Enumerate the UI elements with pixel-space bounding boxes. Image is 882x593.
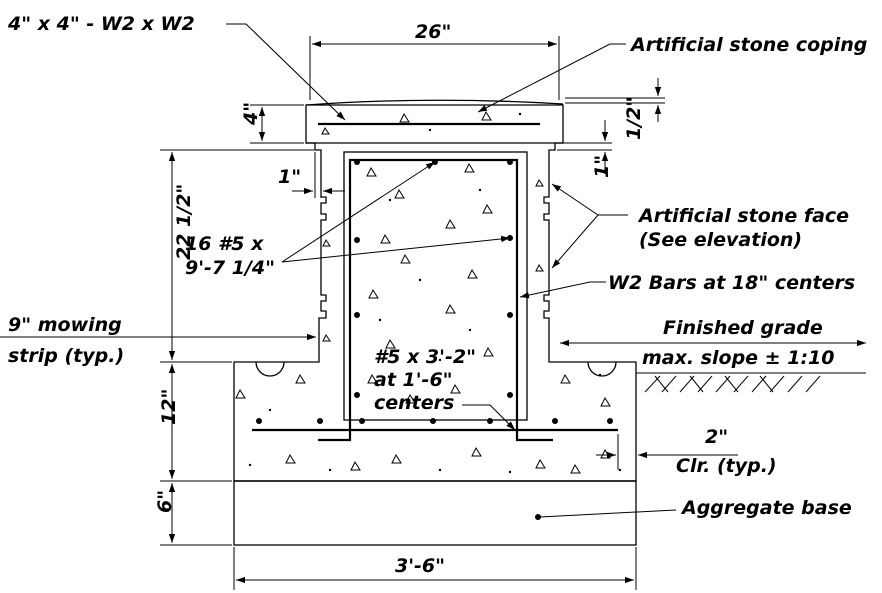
leader-coping <box>477 43 626 113</box>
label-clr-line2: Clr. (typ.) <box>676 455 777 477</box>
label-coping: Artificial stone coping <box>629 34 867 56</box>
dim-wall-height <box>160 149 314 363</box>
label-footing-bar-line1: #5 x 3'-2" <box>374 346 476 368</box>
footing-hook-left <box>318 432 352 442</box>
rebar-dots <box>256 159 613 520</box>
label-footing-width: 3'-6" <box>395 555 445 577</box>
leader-mesh <box>226 23 346 121</box>
concrete-hatch <box>235 110 611 474</box>
label-footing-bar-line3: centers <box>374 392 454 414</box>
label-grade-line1: Finished grade <box>663 317 823 339</box>
label-grade-line2: max. slope ± 1:10 <box>642 347 834 369</box>
label-half-inch: 1/2" <box>623 97 645 140</box>
dim-base-height <box>160 483 232 546</box>
label-one-inch-right: 1" <box>591 155 613 178</box>
label-aggregate: Aggregate base <box>680 497 852 519</box>
label-face-line1: Artificial stone face <box>637 205 849 227</box>
leader-footing-bar <box>462 404 516 431</box>
label-footing-bar-line2: at 1'-6" <box>374 369 453 391</box>
footing-hook-right <box>515 432 553 442</box>
label-bars-line2: 9'-7 1/4" <box>185 257 275 279</box>
leader-bars-2 <box>281 235 511 263</box>
label-bars-line1: 16 #5 x <box>185 233 264 255</box>
dim-footing-height <box>160 364 232 482</box>
drain-left <box>255 361 285 377</box>
dim-one-inch-left <box>292 152 345 198</box>
label-w2-bars: W2 Bars at 18" centers <box>608 272 855 294</box>
leader-aggregate <box>539 509 677 518</box>
dim-clearance <box>596 434 738 470</box>
leader-face-2 <box>551 214 599 269</box>
label-one-inch-left: 1" <box>278 166 301 188</box>
label-face-line2: (See elevation) <box>639 229 802 251</box>
aggregate-base <box>233 480 637 546</box>
leader-face-1 <box>551 183 628 216</box>
label-wall-width: 26" <box>415 21 451 43</box>
label-wall-height: 22 1/2" <box>173 184 195 260</box>
label-mesh: 4" x 4" - W2 x W2 <box>7 13 195 35</box>
dim-one-inch-right <box>557 120 612 174</box>
dim-half-inch <box>565 78 665 122</box>
coping-crown <box>305 99 564 106</box>
label-coping-thickness: 4" <box>240 102 262 126</box>
label-mowing-line2: strip (typ.) <box>8 345 124 367</box>
dim-footing-width <box>233 547 637 590</box>
dim-wall-width <box>309 36 560 100</box>
leader-bars-1 <box>281 161 436 263</box>
leader-w2 <box>519 281 606 299</box>
earth-hatch <box>636 372 866 393</box>
label-base-height: 6" <box>154 490 176 513</box>
label-footing-height: 12" <box>158 389 180 425</box>
dim-coping-thickness <box>250 104 304 144</box>
label-mowing-line1: 9" mowing <box>8 314 122 336</box>
label-clr-line1: 2" <box>705 426 728 448</box>
drain-right <box>587 361 617 377</box>
